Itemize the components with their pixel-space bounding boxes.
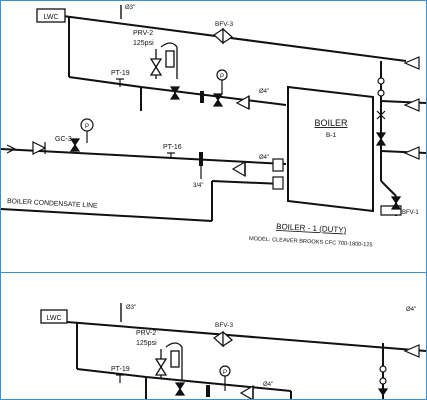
bfv-top-label: BFV-3: [215, 21, 233, 28]
bfv-3-valve-icon: [213, 27, 233, 45]
pipe-size-right-bottom: Ø4": [406, 307, 416, 313]
gc-tag: GC-3: [55, 136, 72, 143]
fitting-size: 3/4": [193, 183, 203, 189]
gc-valve-icon: [69, 138, 81, 152]
check-valve-bottom-icon: [239, 384, 254, 399]
gauge-left-symbol: P: [85, 124, 89, 130]
flange-lower: [199, 152, 203, 166]
lower-left-valve-icon: [32, 141, 47, 155]
bottom-piping-diagram: LWC Ø3" BFV-3 PRV-2 125psi P PT-19: [40, 303, 426, 399]
boiler-caption: BOILER - 1 (DUTY): [276, 222, 347, 235]
boiler-model: MODEL: CLEAVER BROOKS CFC 700-1800-125: [249, 236, 373, 248]
prv-pressure: 125psi: [133, 40, 154, 47]
gauge-bottom-symbol: P: [223, 370, 227, 376]
section-divider: [1, 272, 426, 273]
top-piping-diagram: LWC Ø3" BFV-3 PRV-2 125psi P: [1, 5, 426, 248]
lwc-tag-box-bottom: [40, 309, 68, 324]
prv-pressure-bottom: 125psi: [136, 340, 157, 347]
boiler-b1: [287, 85, 374, 213]
boiler-title: BOILER: [314, 118, 348, 128]
gauge-upper-symbol: P: [220, 74, 224, 80]
steam-header-top: [62, 15, 407, 62]
lwc-tag-box: [36, 8, 66, 23]
pipe-size-top: Ø3": [125, 5, 135, 11]
pt-lower-label: PT-16: [163, 144, 182, 151]
bfv-3-valve-bottom-icon: [213, 330, 233, 348]
pipe-size-upper-bottom: Ø4": [263, 382, 273, 388]
lower-pipe: [1, 148, 287, 165]
flange-upper: [200, 91, 204, 103]
boiler-tag: B-1: [326, 132, 337, 139]
isolation-valves-icon: [169, 86, 224, 107]
isolation-valves-bottom-icon: [174, 382, 186, 396]
pipe-size-top-bottom: Ø3": [126, 305, 136, 311]
pt-upper-label: PT-19: [111, 70, 130, 77]
prv-valve-icon: [149, 42, 178, 79]
condensate-line-label: BOILER CONDENSATE LINE: [7, 198, 98, 210]
check-valve-lower-icon: [231, 160, 246, 178]
steam-header-bottom: [66, 321, 426, 352]
lwc-tag-bottom: LWC: [46, 315, 61, 322]
prv-name: PRV-2: [133, 30, 153, 37]
bfv-top-label-bottom: BFV-3: [215, 322, 233, 329]
right-side-fittings-icon: [375, 56, 420, 160]
prv-valve-bottom-icon: [154, 342, 183, 381]
check-valve-upper-icon: [235, 94, 250, 110]
right-side-fittings-bottom-icon: [377, 344, 420, 397]
bfv-right-label: BFV-1: [402, 210, 419, 216]
pipe-size-upper: Ø4": [259, 89, 269, 95]
prv-name-bottom: PRV-2: [136, 330, 156, 337]
pt-upper-label-bottom: PT-19: [111, 366, 130, 373]
pipe-size-lower: Ø4": [259, 155, 269, 161]
lwc-tag: LWC: [43, 14, 58, 21]
flange-bottom: [206, 385, 210, 397]
